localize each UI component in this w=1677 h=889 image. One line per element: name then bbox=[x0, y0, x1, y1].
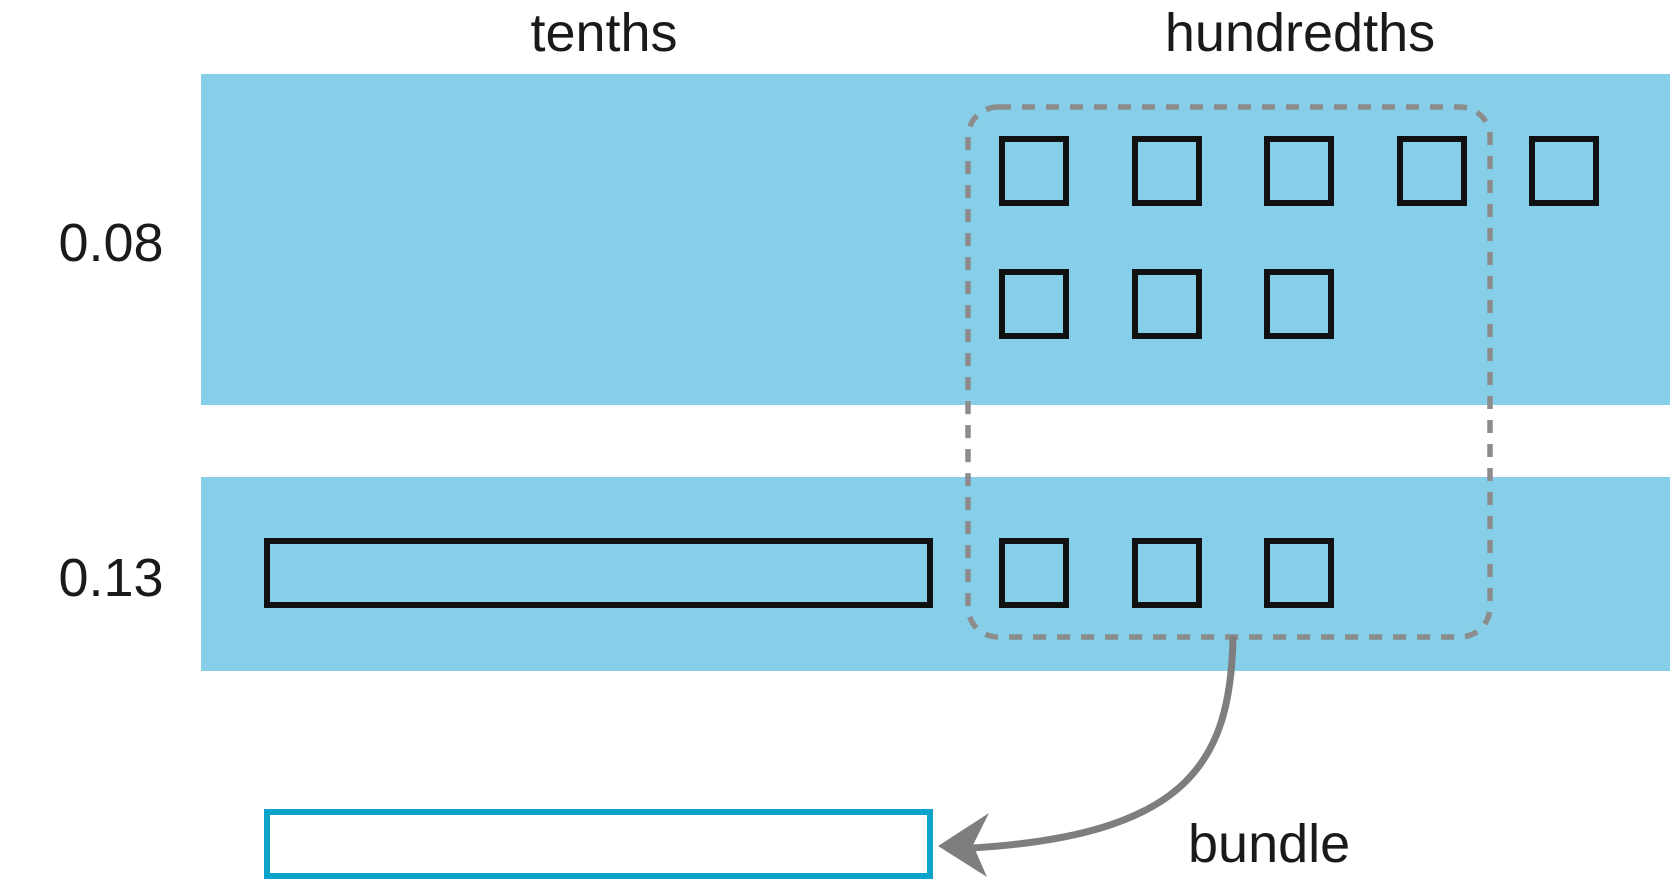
hundredth-square bbox=[1131, 538, 1202, 608]
hundredth-square bbox=[1131, 136, 1202, 206]
hundredth-square bbox=[1264, 136, 1334, 206]
bundle-arrowhead-icon bbox=[938, 813, 989, 877]
hundredth-square bbox=[1396, 136, 1467, 206]
bundle-label: bundle bbox=[1188, 814, 1351, 874]
hundredth-square bbox=[1264, 538, 1334, 608]
tenth-bar bbox=[264, 538, 933, 608]
column-header-tenths: tenths bbox=[530, 3, 678, 63]
hundredth-square bbox=[1529, 136, 1599, 206]
hundredth-square bbox=[999, 269, 1069, 339]
hundredth-square bbox=[1131, 269, 1202, 339]
row-label-008: 0.08 bbox=[58, 213, 164, 273]
row-label-013: 0.13 bbox=[58, 548, 164, 608]
row-band-008 bbox=[201, 74, 1670, 405]
hundredth-square bbox=[999, 136, 1069, 206]
column-header-hundredths: hundredths bbox=[1164, 3, 1436, 63]
hundredth-square bbox=[1264, 269, 1334, 339]
bundle-target-rect bbox=[264, 809, 933, 879]
hundredth-square bbox=[999, 538, 1069, 608]
